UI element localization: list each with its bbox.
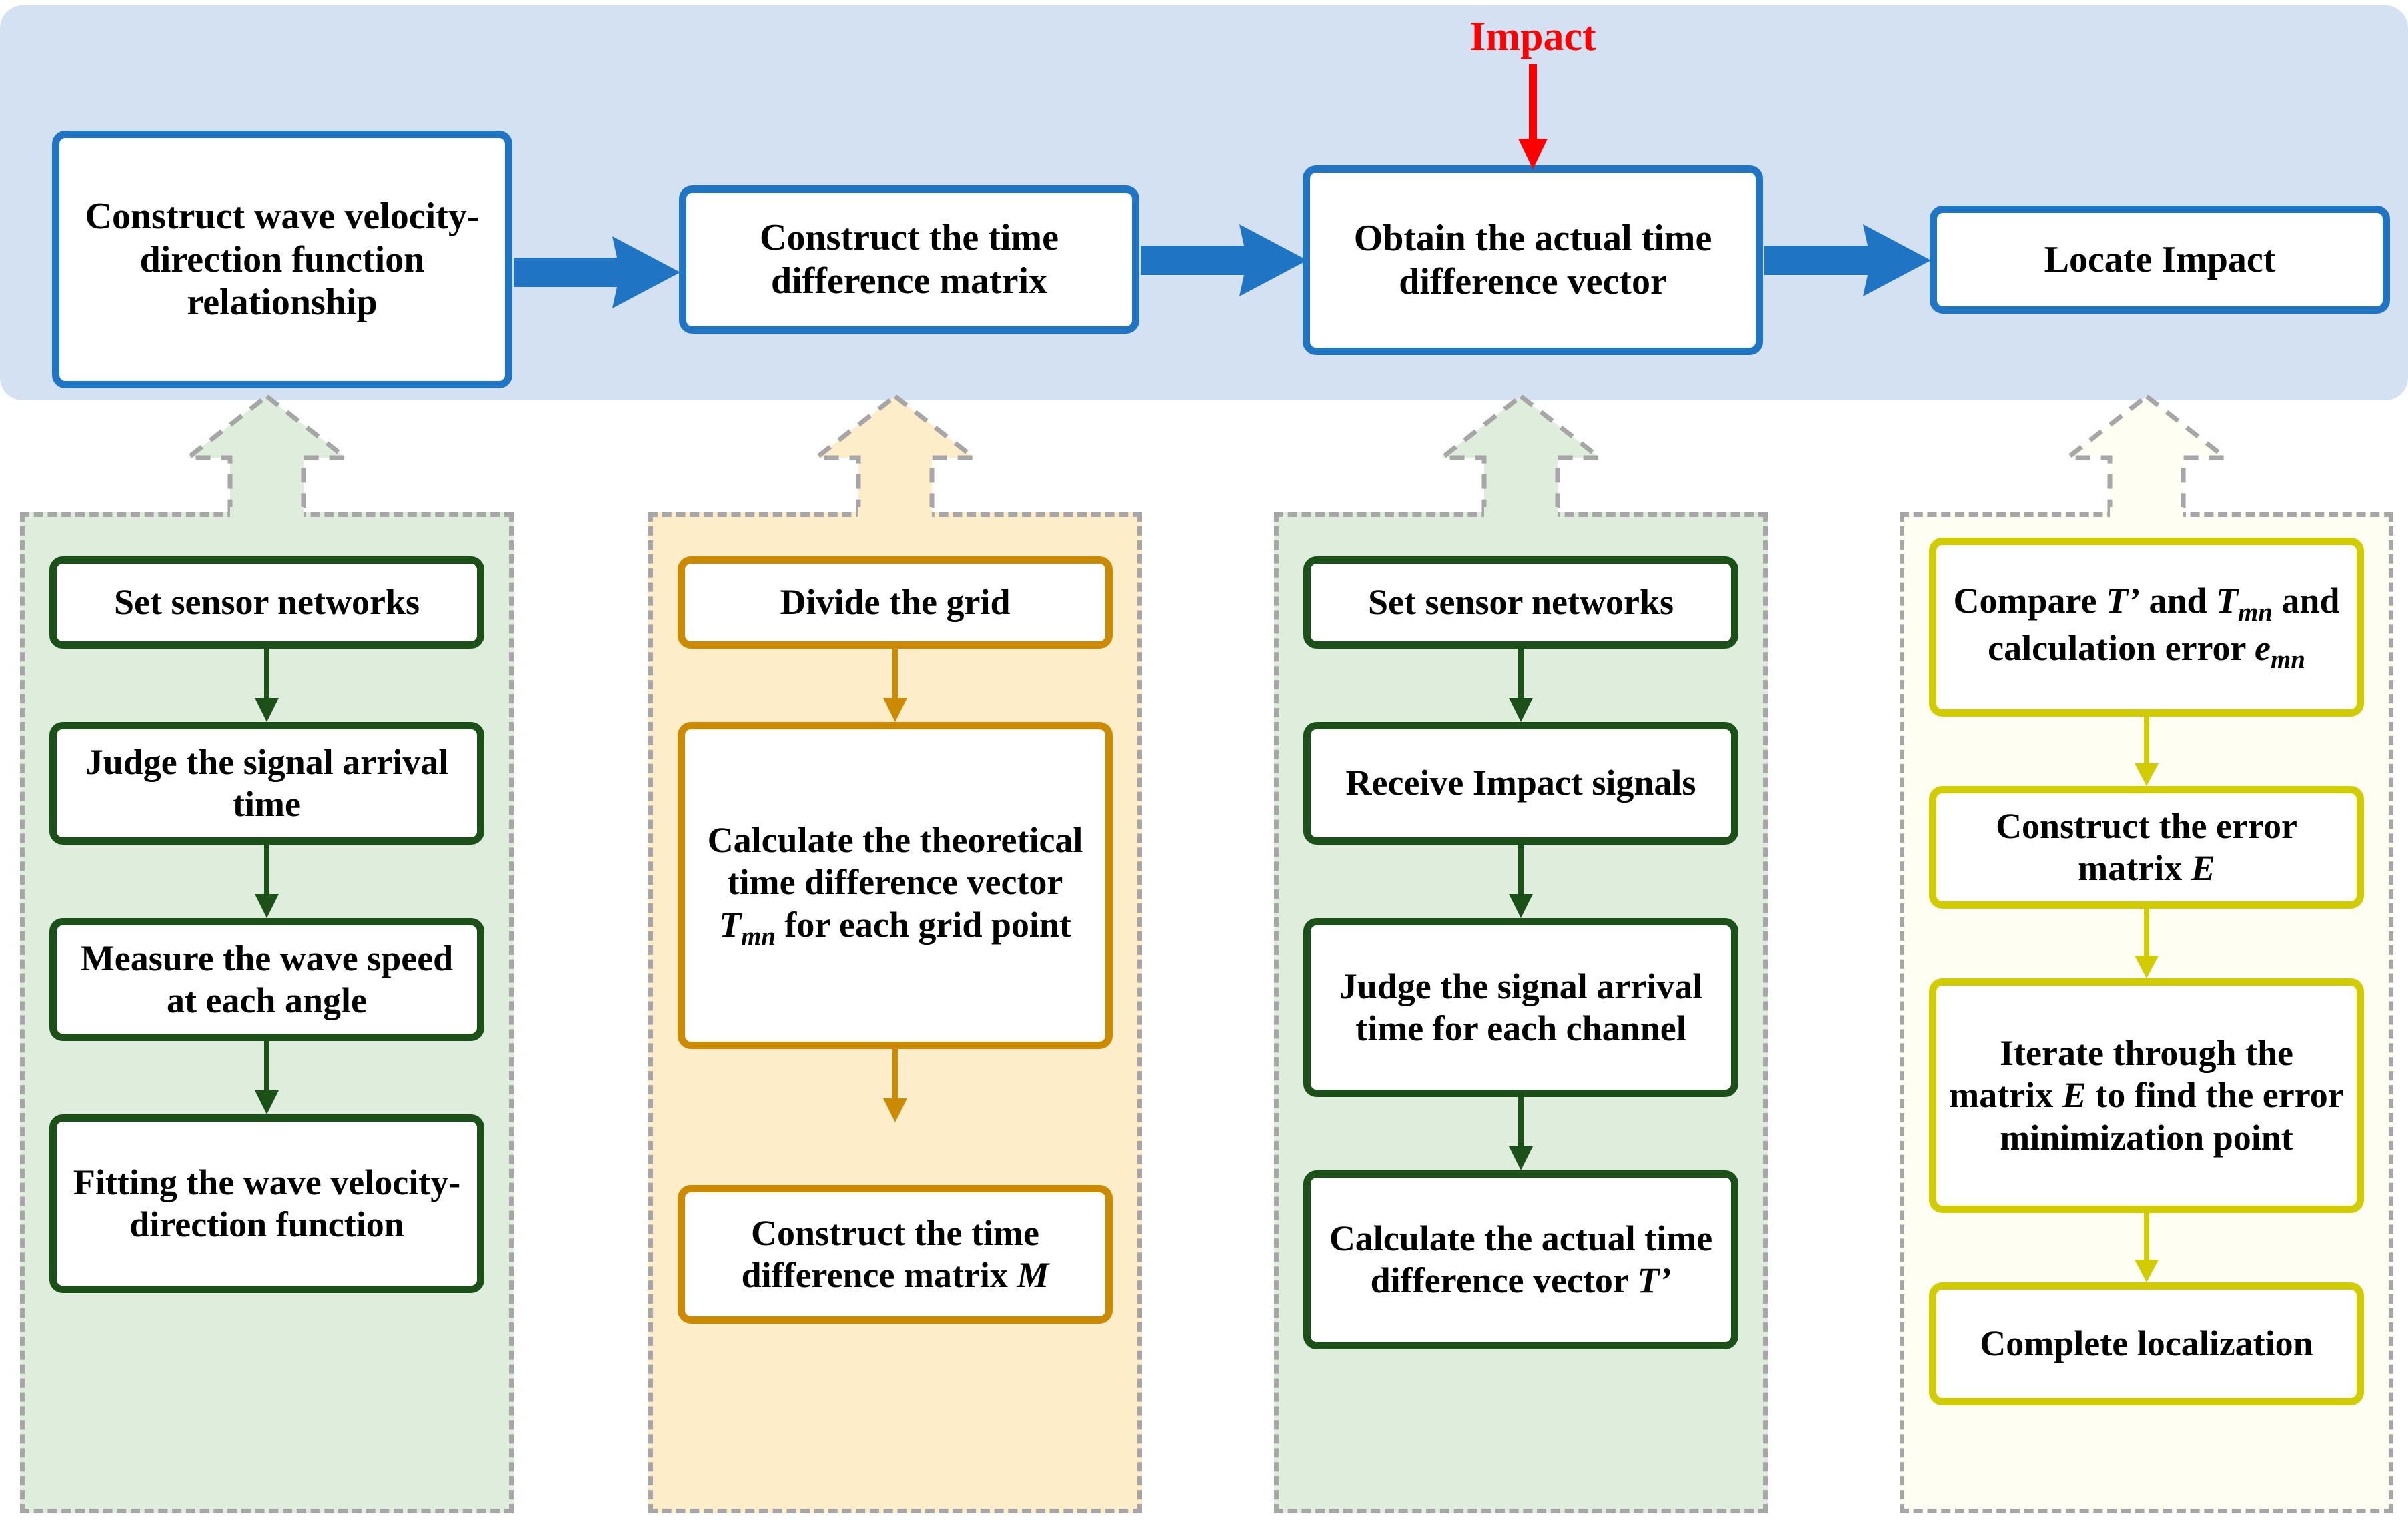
banner-arrow-2 bbox=[1141, 220, 1307, 300]
node-text: Calculate the theoretical time differenc… bbox=[707, 820, 1083, 951]
symbol-subscript-mn: mn bbox=[741, 921, 776, 951]
node-calculate-actual-time-difference-vector[interactable]: Calculate the actual time difference vec… bbox=[1303, 1170, 1738, 1349]
column-actual-time-difference: Set sensor networks Receive Impact signa… bbox=[1274, 394, 1768, 1513]
symbol-T: T bbox=[2216, 580, 2239, 621]
banner-arrow-3 bbox=[1764, 220, 1931, 300]
node-set-sensor-networks[interactable]: Set sensor networks bbox=[1303, 556, 1738, 649]
connector-arrow bbox=[1508, 649, 1534, 722]
connector-arrow bbox=[882, 1049, 909, 1122]
process-overview-banner: Construct wave velocity-direction functi… bbox=[0, 5, 2408, 400]
node-text: Calculate the actual time difference vec… bbox=[1329, 1218, 1713, 1300]
symbol-T-prime: T’ bbox=[1637, 1260, 1672, 1300]
node-receive-impact-signals[interactable]: Receive Impact signals bbox=[1303, 722, 1738, 845]
banner-box-obtain-actual-time-difference-vector[interactable]: Obtain the actual time difference vector bbox=[1303, 165, 1763, 355]
symbol-subscript-mn: mn bbox=[2238, 597, 2273, 627]
node-construct-error-matrix-E[interactable]: Construct the error matrix E bbox=[1929, 786, 2364, 909]
up-block-arrow-icon bbox=[183, 394, 350, 518]
impact-arrow-icon bbox=[1506, 64, 1560, 173]
banner-arrow-1 bbox=[514, 232, 680, 312]
column-grid-time-difference-matrix: Divide the grid Calculate the theoretica… bbox=[648, 394, 1142, 1513]
connector-arrow bbox=[2133, 717, 2160, 786]
node-text: Construct the error matrix E bbox=[1996, 805, 2297, 888]
node-compare-T-prime-and-Tmn-calculation-error[interactable]: Compare T’ and Tmn and calculation error… bbox=[1929, 538, 2364, 717]
node-set-sensor-networks[interactable]: Set sensor networks bbox=[49, 556, 484, 649]
connector-arrow bbox=[253, 649, 280, 722]
node-fitting-wave-velocity-direction-function[interactable]: Fitting the wave velocity-direction func… bbox=[49, 1114, 484, 1293]
connector-arrow bbox=[2133, 1213, 2160, 1282]
connector-arrow bbox=[882, 649, 909, 722]
connector-arrow bbox=[1508, 845, 1534, 918]
column-error-minimization-localization: Compare T’ and Tmn and calculation error… bbox=[1900, 394, 2393, 1513]
node-measure-wave-speed-each-angle[interactable]: Measure the wave speed at each angle bbox=[49, 918, 484, 1041]
node-complete-localization[interactable]: Complete localization bbox=[1929, 1282, 2364, 1405]
node-divide-the-grid[interactable]: Divide the grid bbox=[678, 556, 1113, 649]
symbol-subscript-mn: mn bbox=[2271, 645, 2305, 674]
impact-label: Impact bbox=[1469, 14, 1596, 59]
connector-arrow bbox=[253, 1041, 280, 1114]
connector-arrow bbox=[2133, 909, 2160, 978]
up-block-arrow-icon bbox=[2063, 394, 2230, 518]
node-judge-signal-arrival-time[interactable]: Judge the signal arrival time bbox=[49, 722, 484, 845]
node-calculate-theoretical-time-difference-vector[interactable]: Calculate the theoretical time differenc… bbox=[678, 722, 1113, 1049]
symbol-M: M bbox=[1017, 1255, 1049, 1295]
banner-box-construct-time-difference-matrix[interactable]: Construct the time difference matrix bbox=[679, 185, 1139, 334]
node-iterate-matrix-E-error-minimization-point[interactable]: Iterate through the matrix E to find the… bbox=[1929, 978, 2364, 1213]
symbol-T-prime: T’ bbox=[2106, 580, 2140, 621]
symbol-T: T bbox=[719, 904, 742, 945]
column-wave-velocity-calibration: Set sensor networks Judge the signal arr… bbox=[20, 394, 514, 1513]
up-block-arrow-icon bbox=[1437, 394, 1604, 518]
node-text: Iterate through the matrix E to find the… bbox=[1949, 1033, 2344, 1158]
connector-arrow bbox=[1508, 1097, 1534, 1170]
connector-arrow bbox=[253, 845, 280, 918]
node-text: Construct the time difference matrix M bbox=[741, 1212, 1049, 1295]
symbol-E: E bbox=[2191, 848, 2215, 888]
banner-box-locate-impact[interactable]: Locate Impact bbox=[1930, 206, 2390, 314]
symbol-e: e bbox=[2255, 628, 2271, 668]
node-text: Compare T’ and Tmn and calculation error… bbox=[1953, 580, 2340, 674]
up-block-arrow-icon bbox=[812, 394, 979, 518]
symbol-E: E bbox=[2062, 1075, 2086, 1116]
node-judge-signal-arrival-time-each-channel[interactable]: Judge the signal arrival time for each c… bbox=[1303, 918, 1738, 1097]
banner-box-construct-wave-velocity-direction-function[interactable]: Construct wave velocity-direction functi… bbox=[52, 131, 512, 388]
node-construct-time-difference-matrix-M[interactable]: Construct the time difference matrix M bbox=[678, 1185, 1113, 1324]
